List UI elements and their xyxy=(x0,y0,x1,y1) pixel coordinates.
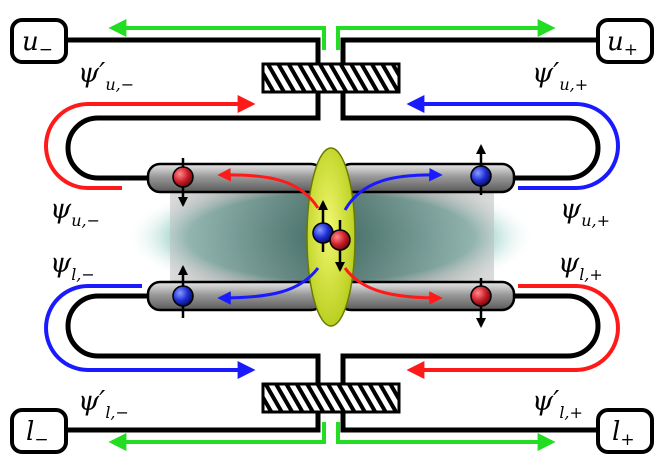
port-u-plus-main: u xyxy=(607,27,624,57)
green-arrow-top-right xyxy=(336,19,556,50)
label-psi-u-plus: ψu,+ xyxy=(560,194,610,230)
port-l-plus-main: l xyxy=(612,417,620,447)
red-arrow-lower-right xyxy=(406,284,620,379)
electron-pair-center xyxy=(312,200,351,272)
beam-splitter-bottom xyxy=(261,382,401,414)
port-l-minus: l− xyxy=(10,408,68,454)
svg-text:l+: l+ xyxy=(612,417,635,450)
label-psi-prime-l-minus: ψ′l,− xyxy=(78,386,129,422)
beam-splitter-top xyxy=(261,62,401,94)
port-l-plus-sub: + xyxy=(620,430,634,450)
red-inner-arrow-upper xyxy=(217,168,320,209)
svg-text:u+: u+ xyxy=(607,27,638,60)
label-psi-u-minus: ψu,− xyxy=(50,194,100,230)
port-u-plus: u+ xyxy=(596,18,654,64)
port-l-minus-main: l xyxy=(26,417,34,447)
green-arrows xyxy=(108,19,556,451)
port-l-minus-sub: − xyxy=(34,430,48,450)
label-psi-prime-l-plus: ψ′l,+ xyxy=(532,386,583,422)
electron-upper-left xyxy=(172,158,194,207)
port-u-minus-main: u xyxy=(22,27,39,57)
blue-arrow-upper-right xyxy=(406,95,620,190)
electron-upper-right xyxy=(470,144,492,195)
green-arrow-bottom-left xyxy=(108,422,326,451)
wire-paths xyxy=(65,37,601,433)
svg-text:u−: u− xyxy=(22,27,53,60)
port-l-plus: l+ xyxy=(596,408,654,454)
electron-lower-left xyxy=(172,265,194,318)
label-psi-prime-u-plus: ψ′u,+ xyxy=(532,58,588,94)
port-u-minus: u− xyxy=(10,18,68,64)
blue-inner-arrow-lower xyxy=(217,267,320,305)
blue-inner-arrow-upper xyxy=(343,168,443,211)
label-psi-l-plus: ψl,+ xyxy=(558,248,603,284)
green-arrow-bottom-right xyxy=(336,422,556,451)
blue-arrow-lower-left xyxy=(44,284,256,379)
red-inner-arrow-lower xyxy=(343,267,443,305)
port-u-plus-sub: + xyxy=(624,40,638,60)
svg-text:l−: l− xyxy=(26,417,49,450)
red-arrow-upper-left xyxy=(44,95,256,190)
port-u-minus-sub: − xyxy=(39,40,53,60)
label-psi-l-minus: ψl,− xyxy=(50,248,95,284)
green-arrow-top-left xyxy=(108,19,326,50)
electron-lower-right xyxy=(470,278,492,328)
label-psi-prime-u-minus: ψ′u,− xyxy=(78,58,134,94)
